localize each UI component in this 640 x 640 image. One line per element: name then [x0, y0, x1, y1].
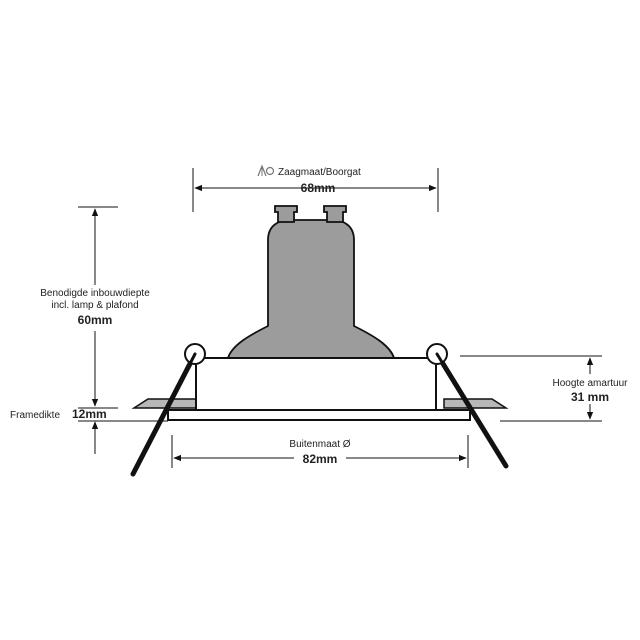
saw-drill-icon	[257, 164, 275, 177]
fixture-height-value: 31 mm	[571, 390, 609, 404]
dimension-fixture-height: Hoogte amartuur 31 mm	[460, 355, 637, 422]
outer-diameter-value: 82mm	[303, 452, 338, 466]
cutout-label: Zaagmaat/Boorgat	[278, 167, 361, 178]
frame-thickness-label: Framedikte	[10, 410, 60, 421]
bulb-pin-right	[323, 205, 347, 223]
fixture-drawing	[130, 205, 509, 477]
bulb-pin-left	[274, 205, 298, 223]
depth-label-line2: incl. lamp & plafond	[51, 300, 138, 311]
fixture-height-label: Hoogte amartuur	[552, 378, 628, 389]
frame-thickness-value: 12mm	[72, 407, 107, 421]
cutout-value: 68mm	[301, 181, 336, 195]
gu10-bulb	[226, 219, 396, 359]
dimension-outer-diameter: Buitenmaat Ø 82mm	[171, 435, 469, 468]
dimension-depth: Benodigde inbouwdiepte incl. lamp & plaf…	[30, 206, 160, 409]
depth-label-line1: Benodigde inbouwdiepte	[40, 288, 150, 299]
fixture-frame	[167, 409, 471, 421]
dimension-cutout: Zaagmaat/Boorgat 68mm	[192, 164, 439, 212]
dimension-frame-thickness: Framedikte 12mm	[10, 407, 168, 454]
outer-diameter-label: Buitenmaat Ø	[289, 439, 350, 450]
fixture-body	[195, 357, 437, 411]
depth-value: 60mm	[78, 313, 113, 327]
ceiling-panel-right	[443, 398, 509, 409]
